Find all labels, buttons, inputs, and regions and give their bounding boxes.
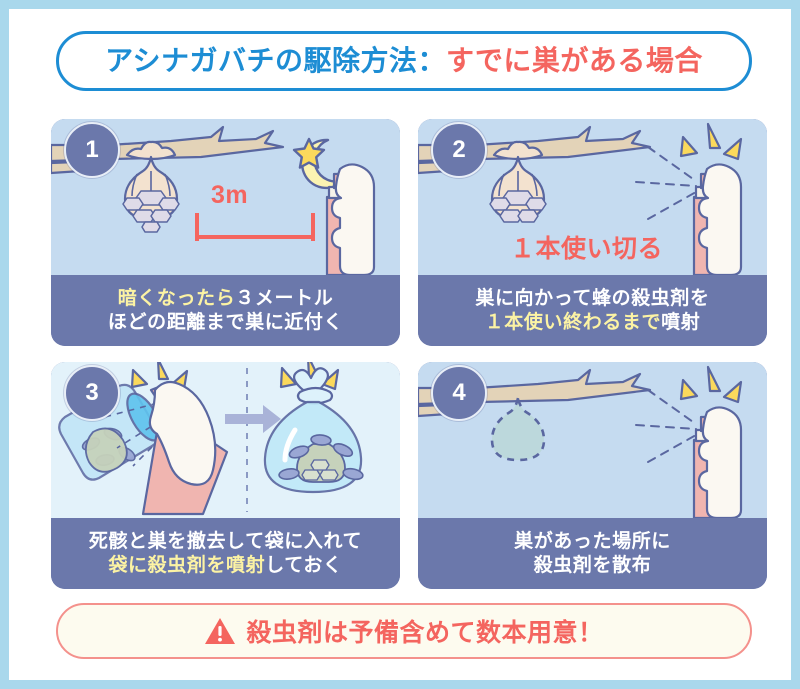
step-2-caption-line-1: 巣に向かって蜂の殺虫剤を [475, 287, 709, 310]
ghost-nest-outline-icon [490, 396, 546, 462]
step-3-caption-plain-2: しておく [265, 554, 343, 576]
page-title-blue: アシナガバチの駆除方法： [105, 45, 447, 76]
step-1-caption-plain-1: ３メートル [235, 288, 334, 310]
step-1-caption-line-1: 暗くなったら３メートル [118, 287, 334, 310]
spray-burst-icon [679, 122, 743, 161]
step-1-caption-line-2: ほどの距離まで巣に近付く [108, 311, 343, 334]
step-number-badge-3: 3 [64, 365, 120, 421]
step-3-caption-plain-1: 死骸と巣を撤去して袋に入れて [88, 531, 363, 553]
wasp-nest-icon [489, 140, 547, 223]
steps-grid: ​ 1 3m 暗くなったら３メートル ほどの距離まで巣に近付く [51, 119, 767, 589]
step-panel-2: 2 １本使い切る 巣に向かって蜂の殺虫剤を １本使い終わるまで噴射 [418, 119, 767, 346]
step-4-caption-plain-2: 殺虫剤を散布 [533, 554, 652, 576]
step-panel-1: ​ 1 3m 暗くなったら３メートル ほどの距離まで巣に近付く [51, 119, 400, 346]
warning-banner-text: 殺虫剤は予備含めて数本用意！ [246, 619, 604, 647]
step-2-caption: 巣に向かって蜂の殺虫剤を １本使い終わるまで噴射 [418, 275, 767, 346]
step-1-caption-plain-2: ほどの距離まで巣に近付く [107, 311, 344, 333]
step-2-caption-plain-1: 巣に向かって蜂の殺虫剤を [475, 288, 710, 310]
step-4-caption: 巣があった場所に 殺虫剤を散布 [418, 518, 767, 589]
hand-icon [330, 163, 376, 275]
page-title: アシナガバチの駆除方法：すでに巣がある場合 [56, 31, 752, 91]
hand-icon [697, 163, 743, 275]
step-3-caption: 死骸と巣を撤去して袋に入れて 袋に殺虫剤を噴射しておく [51, 518, 400, 589]
warning-banner: 殺虫剤は予備含めて数本用意！ [56, 603, 752, 659]
dead-wasp-icon [278, 434, 364, 481]
step-1-caption: 暗くなったら３メートル ほどの距離まで巣に近付く [51, 275, 400, 346]
step-3-caption-line-1: 死骸と巣を撤去して袋に入れて [89, 530, 362, 553]
step-1-caption-highlight: 暗くなったら [117, 288, 236, 310]
warning-triangle-icon [205, 617, 236, 644]
step-2-caption-highlight: １本使い終わるまで [484, 311, 662, 333]
page-title-text: アシナガバチの駆除方法：すでに巣がある場合 [105, 47, 703, 75]
step-4-caption-line-2: 殺虫剤を散布 [534, 554, 652, 577]
wasp-nest-icon [84, 427, 128, 473]
step-number-badge-4: 4 [431, 365, 487, 421]
step-4-caption-plain-1: 巣があった場所に [514, 531, 671, 553]
step-1-illustration: ​ 1 3m [51, 119, 400, 275]
step-4-illustration: 4 [418, 362, 767, 518]
arrow-right-icon [225, 405, 281, 433]
star-icon [292, 137, 326, 169]
distance-label-3m: 3m [211, 181, 249, 209]
step-3-illustration: 3 [51, 362, 400, 518]
step-4-caption-line-1: 巣があった場所に [514, 530, 671, 553]
spray-lines-icon [635, 146, 697, 220]
page-title-red: すでに巣がある場合 [446, 45, 703, 76]
hand-icon [148, 380, 217, 486]
step-3-caption-highlight: 袋に殺虫剤を噴射 [108, 554, 266, 576]
step-1-artwork: ​ [51, 119, 400, 275]
step-2-illustration: 2 １本使い切る [418, 119, 767, 275]
step-panel-3: 3 死骸と巣を撤去して袋に入れて 袋に殺虫剤を噴射しておく [51, 362, 400, 589]
wasp-nest-icon [296, 443, 346, 483]
hand-icon [697, 406, 743, 518]
step-number-badge-2: 2 [431, 122, 487, 178]
measure-bracket-icon [195, 213, 315, 241]
spray-lines-icon [100, 399, 172, 467]
step-panel-4: 4 巣があった場所に 殺虫剤を散布 [418, 362, 767, 589]
step-number-badge-1: 1 [64, 122, 120, 178]
step-2-caption-plain-2: 噴射 [661, 311, 701, 333]
step-3-caption-line-2: 袋に殺虫剤を噴射しておく [108, 554, 342, 577]
spray-burst-icon [679, 365, 743, 404]
wasp-nest-icon [122, 140, 180, 233]
use-one-can-label: １本使い切る [510, 235, 664, 263]
spray-lines-icon [635, 389, 697, 463]
step-2-caption-line-2: １本使い終わるまで噴射 [485, 311, 701, 334]
